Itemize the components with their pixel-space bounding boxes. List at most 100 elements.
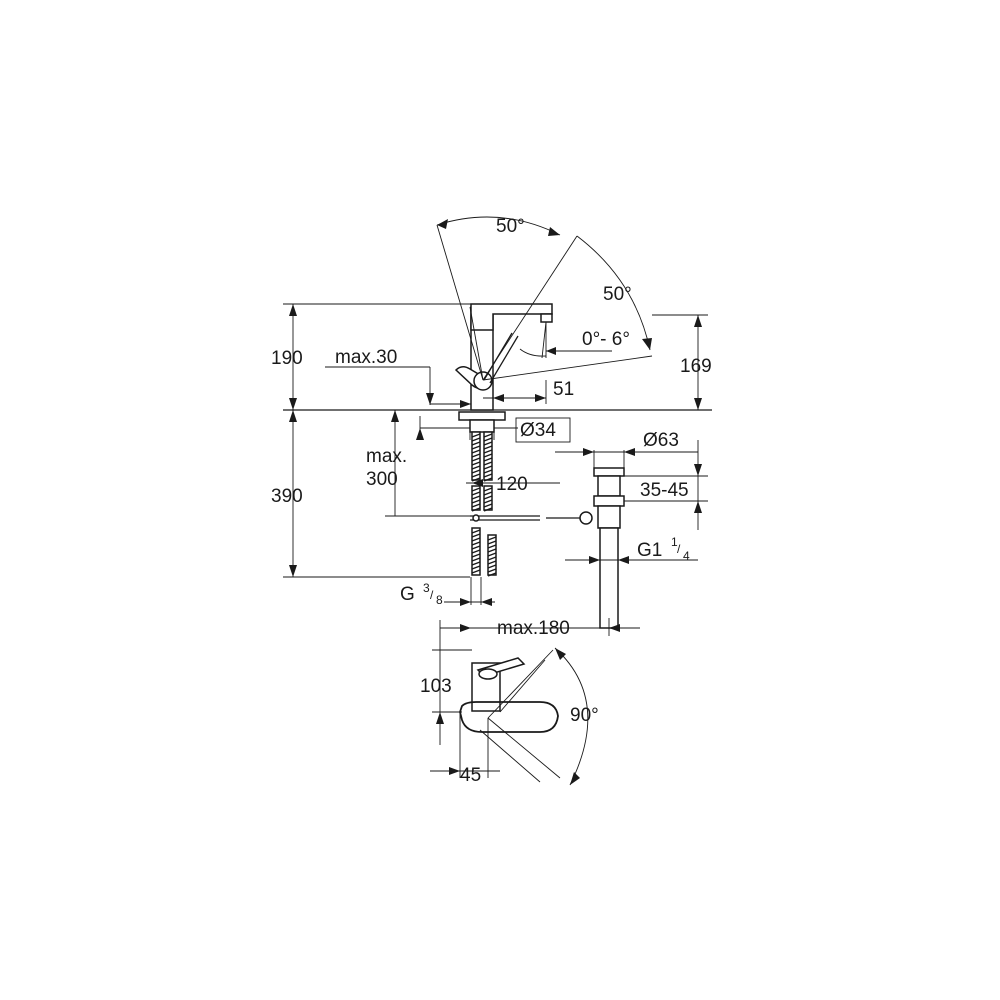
rod-clip — [472, 514, 480, 522]
hose-hatch — [471, 487, 481, 492]
dim-arrow — [535, 394, 546, 402]
dim-arrow — [618, 556, 629, 564]
label-300: 300 — [366, 469, 398, 490]
tilt-line-2 — [541, 321, 547, 359]
dim-arrow — [694, 501, 702, 513]
label-max180: max.180 — [497, 618, 570, 639]
hose-hatch — [487, 536, 497, 541]
hose-right-mid — [483, 485, 493, 512]
plan-ray-down-2 — [479, 729, 541, 783]
hose-left-upper — [471, 431, 481, 482]
hose-hatch — [483, 461, 493, 466]
hose-left-mid — [471, 485, 481, 512]
plan-ray-up-2 — [499, 659, 546, 713]
hose-hatch — [487, 548, 497, 553]
label-angle-50-top: 50° — [496, 216, 525, 237]
hose-hatch — [471, 541, 481, 546]
hose-hatch — [471, 553, 481, 558]
tilt-arc — [519, 348, 547, 357]
hose-hatch — [471, 529, 481, 534]
waste-assembly — [555, 440, 708, 629]
waste-body — [597, 505, 621, 529]
angle-ray-lower — [482, 355, 653, 381]
plan-lever-knob — [478, 668, 498, 680]
dim-arrow — [694, 464, 702, 476]
hose-left-lower — [471, 527, 481, 576]
label-g114-num: 1 — [671, 535, 678, 549]
dim-arrow — [481, 598, 492, 606]
label-max: max. — [366, 446, 407, 467]
hose-hatch — [471, 445, 481, 450]
dim-arrow — [472, 479, 483, 487]
dim-arrow — [426, 393, 434, 405]
hose-hatch — [471, 495, 481, 500]
hose-hatch — [471, 561, 481, 566]
waste-tailpiece — [599, 527, 619, 629]
spout-aerator — [540, 313, 553, 323]
dim-arrow — [416, 428, 424, 440]
hose-hatch — [471, 461, 481, 466]
hose-hatch — [483, 503, 493, 508]
under-deck-assembly — [283, 410, 580, 606]
label-max30: max.30 — [335, 347, 397, 368]
dim-arrow — [583, 448, 594, 456]
dim-arrow — [449, 767, 460, 775]
faucet-elevation — [283, 216, 712, 411]
label-120: 120 — [496, 474, 528, 495]
angle-ray-left — [436, 224, 484, 381]
hose-hatch — [471, 537, 481, 542]
faucet-spout — [470, 303, 553, 331]
dim-arrow — [493, 394, 504, 402]
dim-arrow — [694, 398, 702, 410]
hose-hatch — [471, 499, 481, 504]
hose-hatch — [487, 552, 497, 557]
dim-arrow — [460, 624, 471, 632]
hose-hatch — [471, 453, 481, 458]
dim-arrow — [589, 556, 600, 564]
hose-hatch — [471, 491, 481, 496]
hose-hatch — [471, 433, 481, 438]
plan-swing-arc — [554, 647, 589, 786]
label-g38-slash: / — [430, 588, 434, 602]
label-g38-num: 3 — [423, 581, 430, 595]
plan-ray-down — [487, 717, 561, 779]
hose-hatch — [487, 556, 497, 561]
hose-hatch — [483, 473, 493, 478]
label-103: 103 — [420, 676, 452, 697]
hose-hatch — [471, 565, 481, 570]
waste-body-top — [597, 475, 621, 497]
label-51: 51 — [553, 379, 574, 400]
dim-arrow — [289, 565, 297, 577]
hose-hatch — [483, 469, 493, 474]
label-g114-den: 4 — [683, 549, 690, 563]
hose-hatch — [471, 473, 481, 478]
hose-hatch — [471, 457, 481, 462]
waste-nut — [593, 495, 625, 507]
hose-hatch — [471, 569, 481, 574]
label-g38-main: G — [400, 584, 415, 605]
label-angle-50-right: 50° — [603, 284, 632, 305]
dim-arrow — [694, 315, 702, 327]
label-g114-main: G1 — [637, 540, 662, 561]
hose-hatch — [471, 469, 481, 474]
hose-hatch — [471, 533, 481, 538]
hose-hatch — [483, 499, 493, 504]
hose-hatch — [487, 572, 497, 577]
hose-hatch — [483, 477, 493, 482]
dim-arrow — [289, 304, 297, 316]
arc-arrow — [437, 219, 448, 229]
hose-right-lower — [487, 534, 497, 577]
hose-hatch — [483, 433, 493, 438]
hose-hatch — [471, 437, 481, 442]
label-45: 45 — [460, 765, 481, 786]
hose-hatch — [471, 545, 481, 550]
hose-hatch — [471, 557, 481, 562]
hose-hatch — [471, 441, 481, 446]
dim-arrow — [555, 648, 566, 660]
hose-hatch — [487, 560, 497, 565]
diam34-box — [515, 417, 571, 443]
label-35-45: 35-45 — [640, 480, 689, 501]
angle-ray-right — [482, 235, 578, 381]
hose-right-upper — [483, 431, 493, 482]
